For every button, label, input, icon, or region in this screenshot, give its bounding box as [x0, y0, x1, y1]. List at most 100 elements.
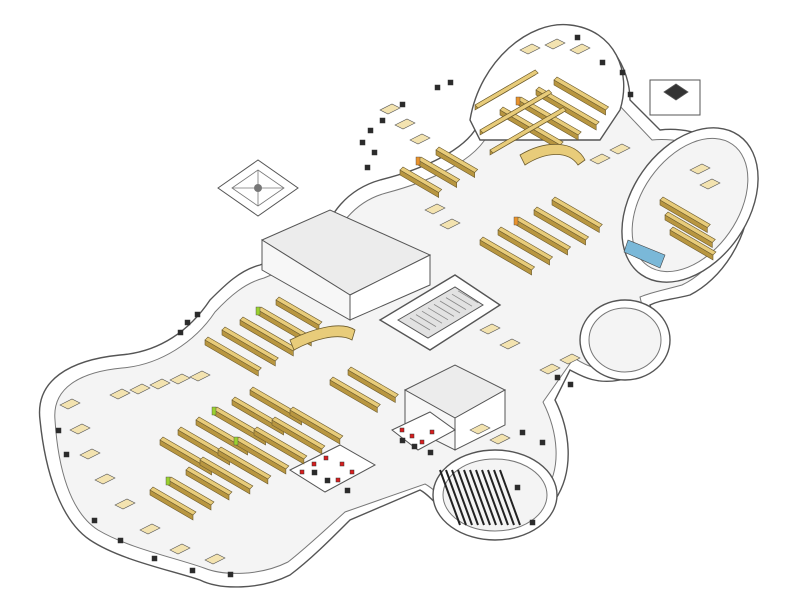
bookshelf-top [217, 446, 272, 480]
reading-table [699, 178, 721, 190]
floor-stripe [463, 469, 485, 526]
bookshelf [533, 206, 590, 246]
meeting-seat [311, 461, 317, 467]
bookshelf [233, 436, 290, 475]
stair-step [409, 317, 431, 331]
stair-step [415, 314, 437, 327]
floor-stripe [475, 469, 497, 526]
reading-table [79, 448, 101, 460]
blue-desk [623, 239, 666, 269]
bookshelf-end-panel [515, 96, 521, 106]
chair [599, 59, 606, 66]
chair [63, 451, 70, 458]
chair [434, 84, 441, 91]
reading-table [59, 398, 81, 410]
bookshelf-top [497, 226, 554, 261]
meeting-seat [349, 469, 355, 475]
reading-table [169, 543, 191, 555]
bookshelf-end-panel [255, 306, 261, 316]
bookshelf-top [253, 426, 308, 460]
bookshelf [553, 76, 610, 116]
bookshelf-top [185, 466, 233, 496]
chair [371, 149, 378, 156]
chair [447, 79, 454, 86]
chair [91, 517, 98, 524]
meeting-seat [409, 433, 415, 439]
skylight-right [649, 79, 701, 116]
meeting-seat [299, 469, 305, 475]
bookshelf [253, 426, 308, 465]
bookshelf-top [221, 326, 279, 362]
bookshelf [479, 89, 553, 136]
bookshelf-top [669, 226, 717, 256]
chair [367, 127, 374, 134]
reading-table [539, 363, 561, 375]
bookshelf-top [551, 196, 603, 228]
reading-table [69, 423, 91, 435]
bookshelves [149, 69, 717, 521]
core-room [260, 209, 432, 321]
chair [529, 519, 536, 526]
chair [554, 374, 561, 381]
reading-table [609, 143, 631, 155]
reading-table [489, 433, 511, 445]
bookshelf [347, 366, 399, 404]
bookshelf-end-panel [415, 156, 421, 166]
meeting-seat [419, 439, 425, 445]
bookshelf-top [479, 89, 553, 134]
meeting-seat [335, 477, 341, 483]
bookshelf [271, 416, 326, 455]
chair [399, 437, 406, 444]
south-round-room-floor [442, 458, 548, 532]
stair-step [427, 307, 449, 321]
stair-step [457, 290, 479, 304]
reading-table [189, 370, 211, 382]
bookshelf [199, 456, 254, 495]
bookshelf-top [489, 107, 567, 154]
bookshelf-top [275, 296, 323, 326]
reading-table [689, 163, 711, 175]
bookshelf-top [204, 336, 262, 372]
reading-table [479, 323, 501, 335]
chair [539, 439, 546, 446]
bookshelf [659, 196, 711, 234]
reading-table [499, 338, 521, 350]
bookshelf-end-panel [211, 406, 217, 416]
chair [427, 449, 434, 456]
meeting-seat [339, 461, 345, 467]
chair [574, 34, 581, 41]
floor-stripe [445, 469, 467, 526]
circulation-desk-left [289, 325, 356, 351]
floor-stripe [451, 469, 473, 526]
bookshelf-top [289, 406, 344, 440]
chair [379, 117, 386, 124]
reading-table [109, 388, 131, 400]
floor-stripe [469, 469, 491, 526]
chair [177, 329, 184, 336]
reading-table [169, 373, 191, 385]
bookshelf-top [149, 486, 197, 516]
rotunda-floor [588, 307, 662, 373]
bookshelf [399, 166, 443, 199]
floor-stripe [487, 469, 509, 526]
rotunda [579, 299, 671, 381]
bookshelf-top [479, 236, 536, 271]
chair [514, 484, 521, 491]
reading-table [519, 43, 541, 55]
reading-table [379, 103, 401, 115]
central-atrium [378, 274, 502, 351]
chair [55, 427, 62, 434]
bookshelf [204, 336, 262, 377]
meeting-seat [399, 427, 405, 433]
chair [399, 101, 406, 108]
meeting-room-a [288, 444, 377, 493]
chair [519, 429, 526, 436]
chair [151, 555, 158, 562]
striped-floor-pattern [439, 469, 521, 526]
stair-step [439, 300, 461, 314]
floor-stripe [493, 469, 515, 526]
bookshelf-top [535, 86, 600, 126]
chair [359, 139, 366, 146]
service-desks [289, 143, 666, 351]
